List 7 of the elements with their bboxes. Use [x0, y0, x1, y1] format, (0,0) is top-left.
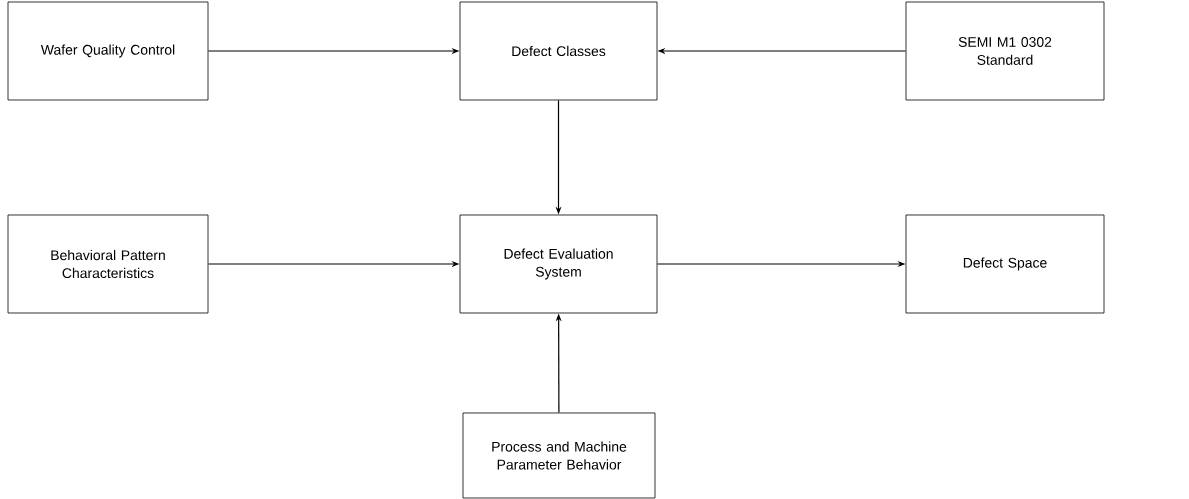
- process-box: SEMI M1 0302 Standard: [905, 1, 1105, 101]
- process-box: Defect Classes: [459, 1, 658, 101]
- process-box: Behavioral Pattern Characteristics: [7, 214, 209, 314]
- process-box: Defect Space: [905, 214, 1105, 314]
- process-box: Wafer Quality Control: [7, 1, 209, 101]
- process-box: Defect Evaluation System: [459, 214, 658, 314]
- process-box: Process and Machine Parameter Behavior: [462, 412, 656, 499]
